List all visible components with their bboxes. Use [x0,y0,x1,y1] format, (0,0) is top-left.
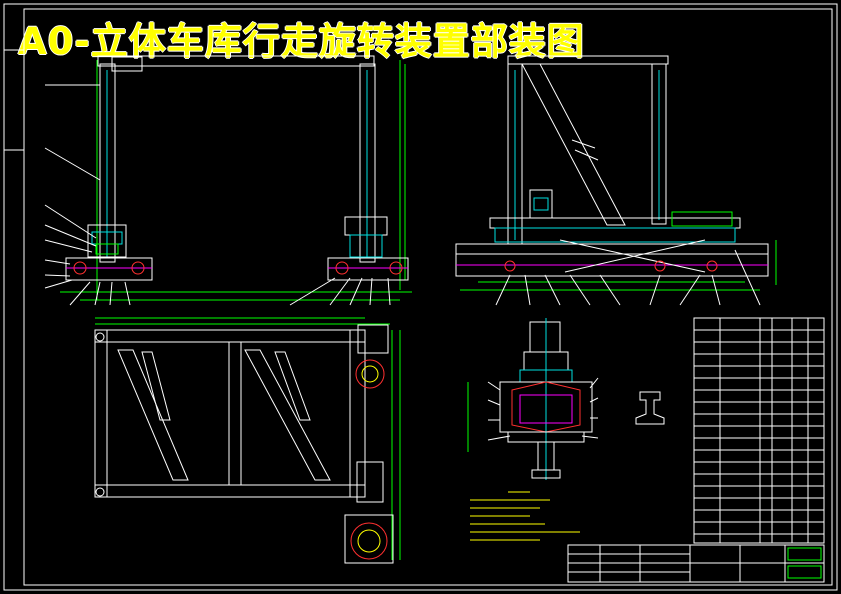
side-view [455,55,777,306]
section-view [467,318,665,541]
parts-list-table [693,317,825,544]
sheet-border [3,3,838,591]
plan-view [94,317,401,564]
title-block [567,544,825,583]
front-view [44,55,412,306]
